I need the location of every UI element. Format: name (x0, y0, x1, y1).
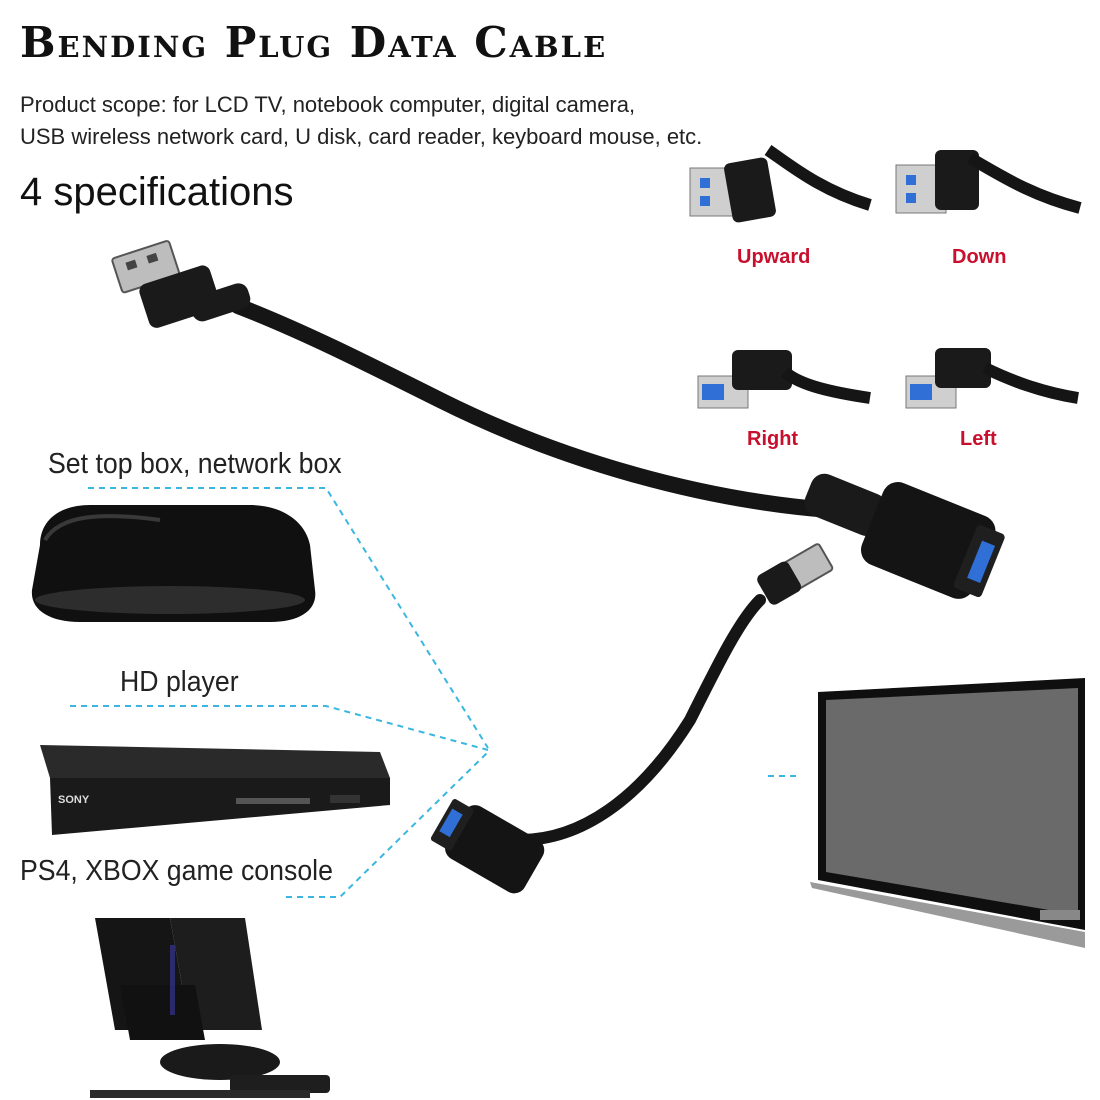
spec-label-down: Down (952, 246, 1007, 268)
hd-player (40, 745, 390, 835)
specs-heading: 4 specifications (20, 170, 294, 214)
spec-label-left: Left (960, 428, 997, 450)
device-label-set-top-box: Set top box, network box (48, 448, 342, 480)
spec-thumb-right (697, 350, 871, 409)
spec-thumb-upward (689, 145, 872, 223)
set-top-box (31, 505, 316, 622)
product-scope-line-1: Product scope: for LCD TV, notebook comp… (20, 92, 636, 117)
page-title: Bending Plug Data Cable (20, 18, 608, 67)
product-scope-line-2: USB wireless network card, U disk, card … (20, 124, 703, 149)
small-cable (430, 543, 834, 894)
device-label-hd-player: HD player (120, 666, 239, 698)
game-console (90, 918, 330, 1098)
spec-label-upward: Upward (737, 246, 811, 268)
lcd-tv (810, 678, 1085, 948)
spec-thumb-down (895, 150, 1082, 214)
player-brand-logo: SONY (58, 794, 90, 806)
main-cable (111, 240, 1005, 599)
device-label-game-console: PS4, XBOX game console (20, 855, 333, 887)
spec-label-right: Right (747, 428, 799, 450)
connector-lines (70, 487, 800, 898)
spec-thumb-left (905, 348, 1079, 409)
